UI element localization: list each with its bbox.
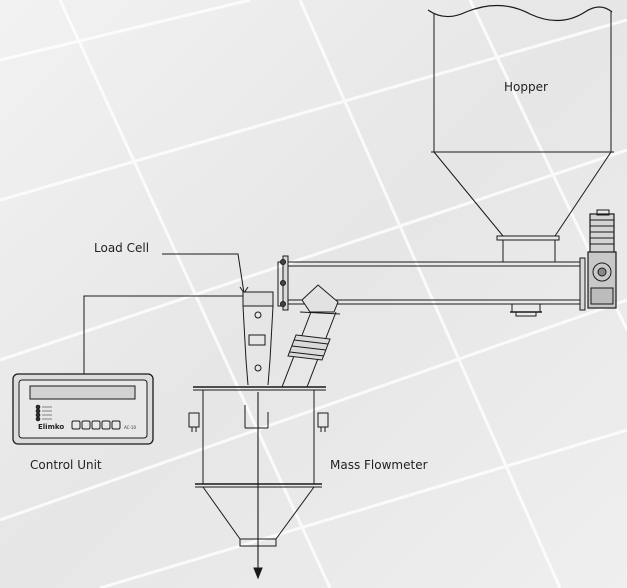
label-control-unit: Control Unit xyxy=(30,458,102,472)
load-cell-assembly xyxy=(162,253,274,386)
label-hopper: Hopper xyxy=(504,80,548,94)
hopper xyxy=(427,4,614,241)
motor-gearbox xyxy=(587,209,617,309)
signal-cable xyxy=(83,295,243,374)
label-mass-flowmeter: Mass Flowmeter xyxy=(330,458,428,472)
control-unit-brand: Elimko xyxy=(38,423,64,431)
label-load-cell: Load Cell xyxy=(94,241,150,255)
mass-flowmeter xyxy=(188,386,329,580)
inclined-chute xyxy=(274,284,341,388)
control-unit-model: AC-10 xyxy=(124,425,136,430)
control-unit xyxy=(12,373,154,445)
